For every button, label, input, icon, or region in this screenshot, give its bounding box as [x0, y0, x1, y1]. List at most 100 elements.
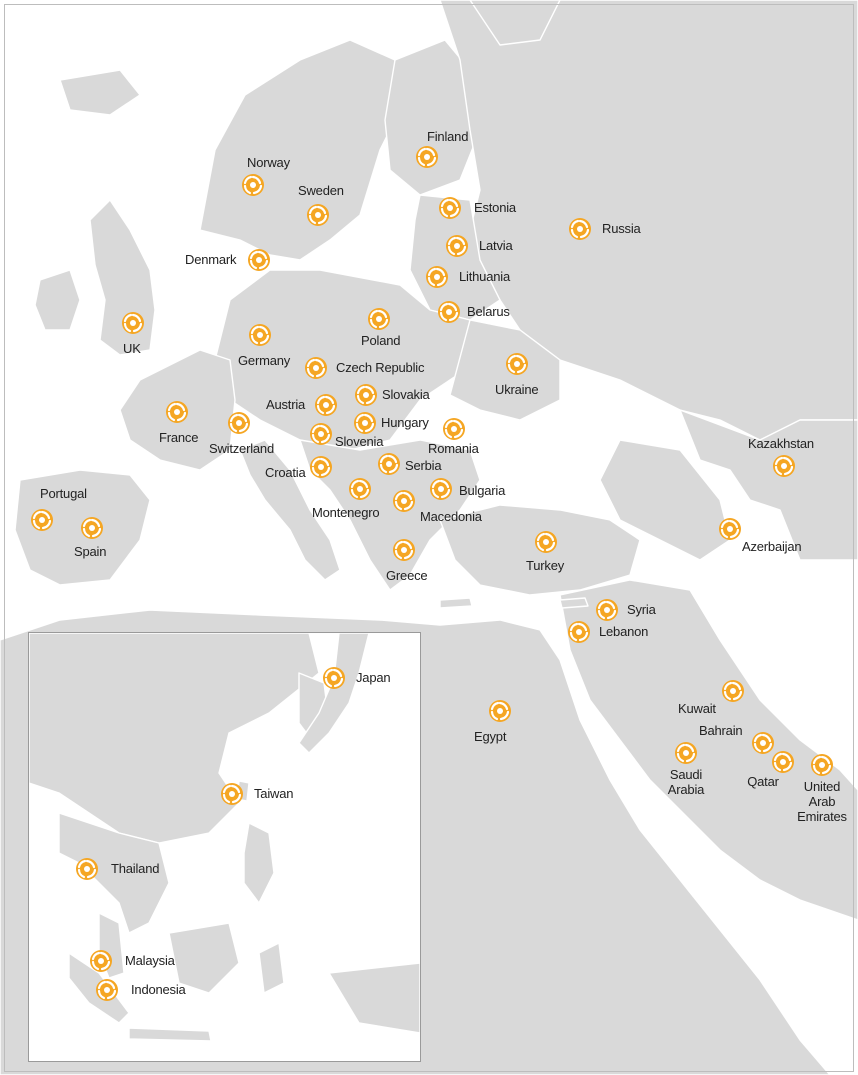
- location-marker-austria[interactable]: [314, 393, 338, 417]
- orange-swirl-icon: [315, 394, 337, 416]
- location-marker-russia[interactable]: [568, 217, 592, 241]
- location-marker-hungary[interactable]: [353, 411, 377, 435]
- location-marker-latvia[interactable]: [445, 234, 469, 258]
- country-label-greece: Greece: [386, 568, 428, 583]
- location-marker-egypt[interactable]: [488, 699, 512, 723]
- orange-swirl-icon: [811, 754, 833, 776]
- location-marker-slovakia[interactable]: [354, 383, 378, 407]
- location-marker-saudi-arabia[interactable]: [674, 741, 698, 765]
- location-marker-japan[interactable]: [322, 666, 346, 690]
- location-marker-ukraine[interactable]: [505, 352, 529, 376]
- location-marker-switzerland[interactable]: [227, 411, 251, 435]
- country-label-croatia: Croatia: [265, 465, 306, 480]
- orange-swirl-icon: [221, 783, 243, 805]
- location-marker-kazakhstan[interactable]: [772, 454, 796, 478]
- country-label-romania: Romania: [428, 441, 479, 456]
- country-label-finland: Finland: [427, 129, 469, 144]
- location-marker-greece[interactable]: [392, 538, 416, 562]
- location-marker-denmark[interactable]: [247, 248, 271, 272]
- country-label-hungary: Hungary: [381, 415, 429, 430]
- country-label-sweden: Sweden: [298, 183, 344, 198]
- location-marker-spain[interactable]: [80, 516, 104, 540]
- orange-swirl-icon: [166, 401, 188, 423]
- country-label-poland: Poland: [361, 333, 401, 348]
- orange-swirl-icon: [772, 751, 794, 773]
- location-marker-bulgaria[interactable]: [429, 477, 453, 501]
- location-marker-lebanon[interactable]: [567, 620, 591, 644]
- orange-swirl-icon: [773, 455, 795, 477]
- orange-swirl-icon: [305, 357, 327, 379]
- country-label-syria: Syria: [627, 602, 656, 617]
- orange-swirl-icon: [31, 509, 53, 531]
- orange-swirl-icon: [323, 667, 345, 689]
- location-marker-indonesia[interactable]: [95, 978, 119, 1002]
- location-marker-estonia[interactable]: [438, 196, 462, 220]
- orange-swirl-icon: [90, 950, 112, 972]
- country-label-kazakhstan: Kazakhstan: [748, 436, 814, 451]
- orange-swirl-icon: [489, 700, 511, 722]
- location-marker-lithuania[interactable]: [425, 265, 449, 289]
- orange-swirl-icon: [719, 518, 741, 540]
- location-marker-portugal[interactable]: [30, 508, 54, 532]
- country-label-denmark: Denmark: [185, 252, 237, 267]
- location-marker-poland[interactable]: [367, 307, 391, 331]
- location-marker-turkey[interactable]: [534, 530, 558, 554]
- location-marker-czech-republic[interactable]: [304, 356, 328, 380]
- location-marker-thailand[interactable]: [75, 857, 99, 881]
- orange-swirl-icon: [535, 531, 557, 553]
- location-marker-romania[interactable]: [442, 417, 466, 441]
- location-marker-azerbaijan[interactable]: [718, 517, 742, 541]
- location-marker-france[interactable]: [165, 400, 189, 424]
- orange-swirl-icon: [249, 324, 271, 346]
- orange-swirl-icon: [569, 218, 591, 240]
- orange-swirl-icon: [228, 412, 250, 434]
- orange-swirl-icon: [568, 621, 590, 643]
- location-marker-bahrain[interactable]: [751, 731, 775, 755]
- orange-swirl-icon: [368, 308, 390, 330]
- orange-swirl-icon: [96, 979, 118, 1001]
- orange-swirl-icon: [443, 418, 465, 440]
- country-label-slovenia: Slovenia: [335, 434, 384, 449]
- orange-swirl-icon: [393, 490, 415, 512]
- location-marker-uae[interactable]: [810, 753, 834, 777]
- country-label-macedonia: Macedonia: [420, 509, 482, 524]
- location-marker-sweden[interactable]: [306, 203, 330, 227]
- orange-swirl-icon: [248, 249, 270, 271]
- location-marker-finland[interactable]: [415, 145, 439, 169]
- location-marker-germany[interactable]: [248, 323, 272, 347]
- location-marker-croatia[interactable]: [309, 455, 333, 479]
- orange-swirl-icon: [393, 539, 415, 561]
- country-label-russia: Russia: [602, 221, 641, 236]
- country-label-france: France: [159, 430, 199, 445]
- country-label-germany: Germany: [238, 353, 291, 368]
- location-marker-syria[interactable]: [595, 598, 619, 622]
- location-marker-norway[interactable]: [241, 173, 265, 197]
- location-marker-montenegro[interactable]: [348, 477, 372, 501]
- orange-swirl-icon: [675, 742, 697, 764]
- location-marker-slovenia[interactable]: [309, 422, 333, 446]
- orange-swirl-icon: [430, 478, 452, 500]
- orange-swirl-icon: [310, 423, 332, 445]
- orange-swirl-icon: [310, 456, 332, 478]
- country-label-bulgaria: Bulgaria: [459, 483, 506, 498]
- location-marker-belarus[interactable]: [437, 300, 461, 324]
- location-marker-macedonia[interactable]: [392, 489, 416, 513]
- country-label-japan: Japan: [356, 670, 391, 685]
- location-marker-kuwait[interactable]: [721, 679, 745, 703]
- location-marker-taiwan[interactable]: [220, 782, 244, 806]
- country-label-serbia: Serbia: [405, 458, 442, 473]
- location-marker-qatar[interactable]: [771, 750, 795, 774]
- orange-swirl-icon: [76, 858, 98, 880]
- country-label-ukraine: Ukraine: [495, 382, 539, 397]
- location-marker-uk[interactable]: [121, 311, 145, 335]
- country-label-qatar: Qatar: [747, 774, 779, 789]
- orange-swirl-icon: [354, 412, 376, 434]
- orange-swirl-icon: [426, 266, 448, 288]
- location-marker-serbia[interactable]: [377, 452, 401, 476]
- country-label-uk: UK: [123, 341, 141, 356]
- orange-swirl-icon: [446, 235, 468, 257]
- country-label-switzerland: Switzerland: [209, 441, 274, 456]
- location-marker-malaysia[interactable]: [89, 949, 113, 973]
